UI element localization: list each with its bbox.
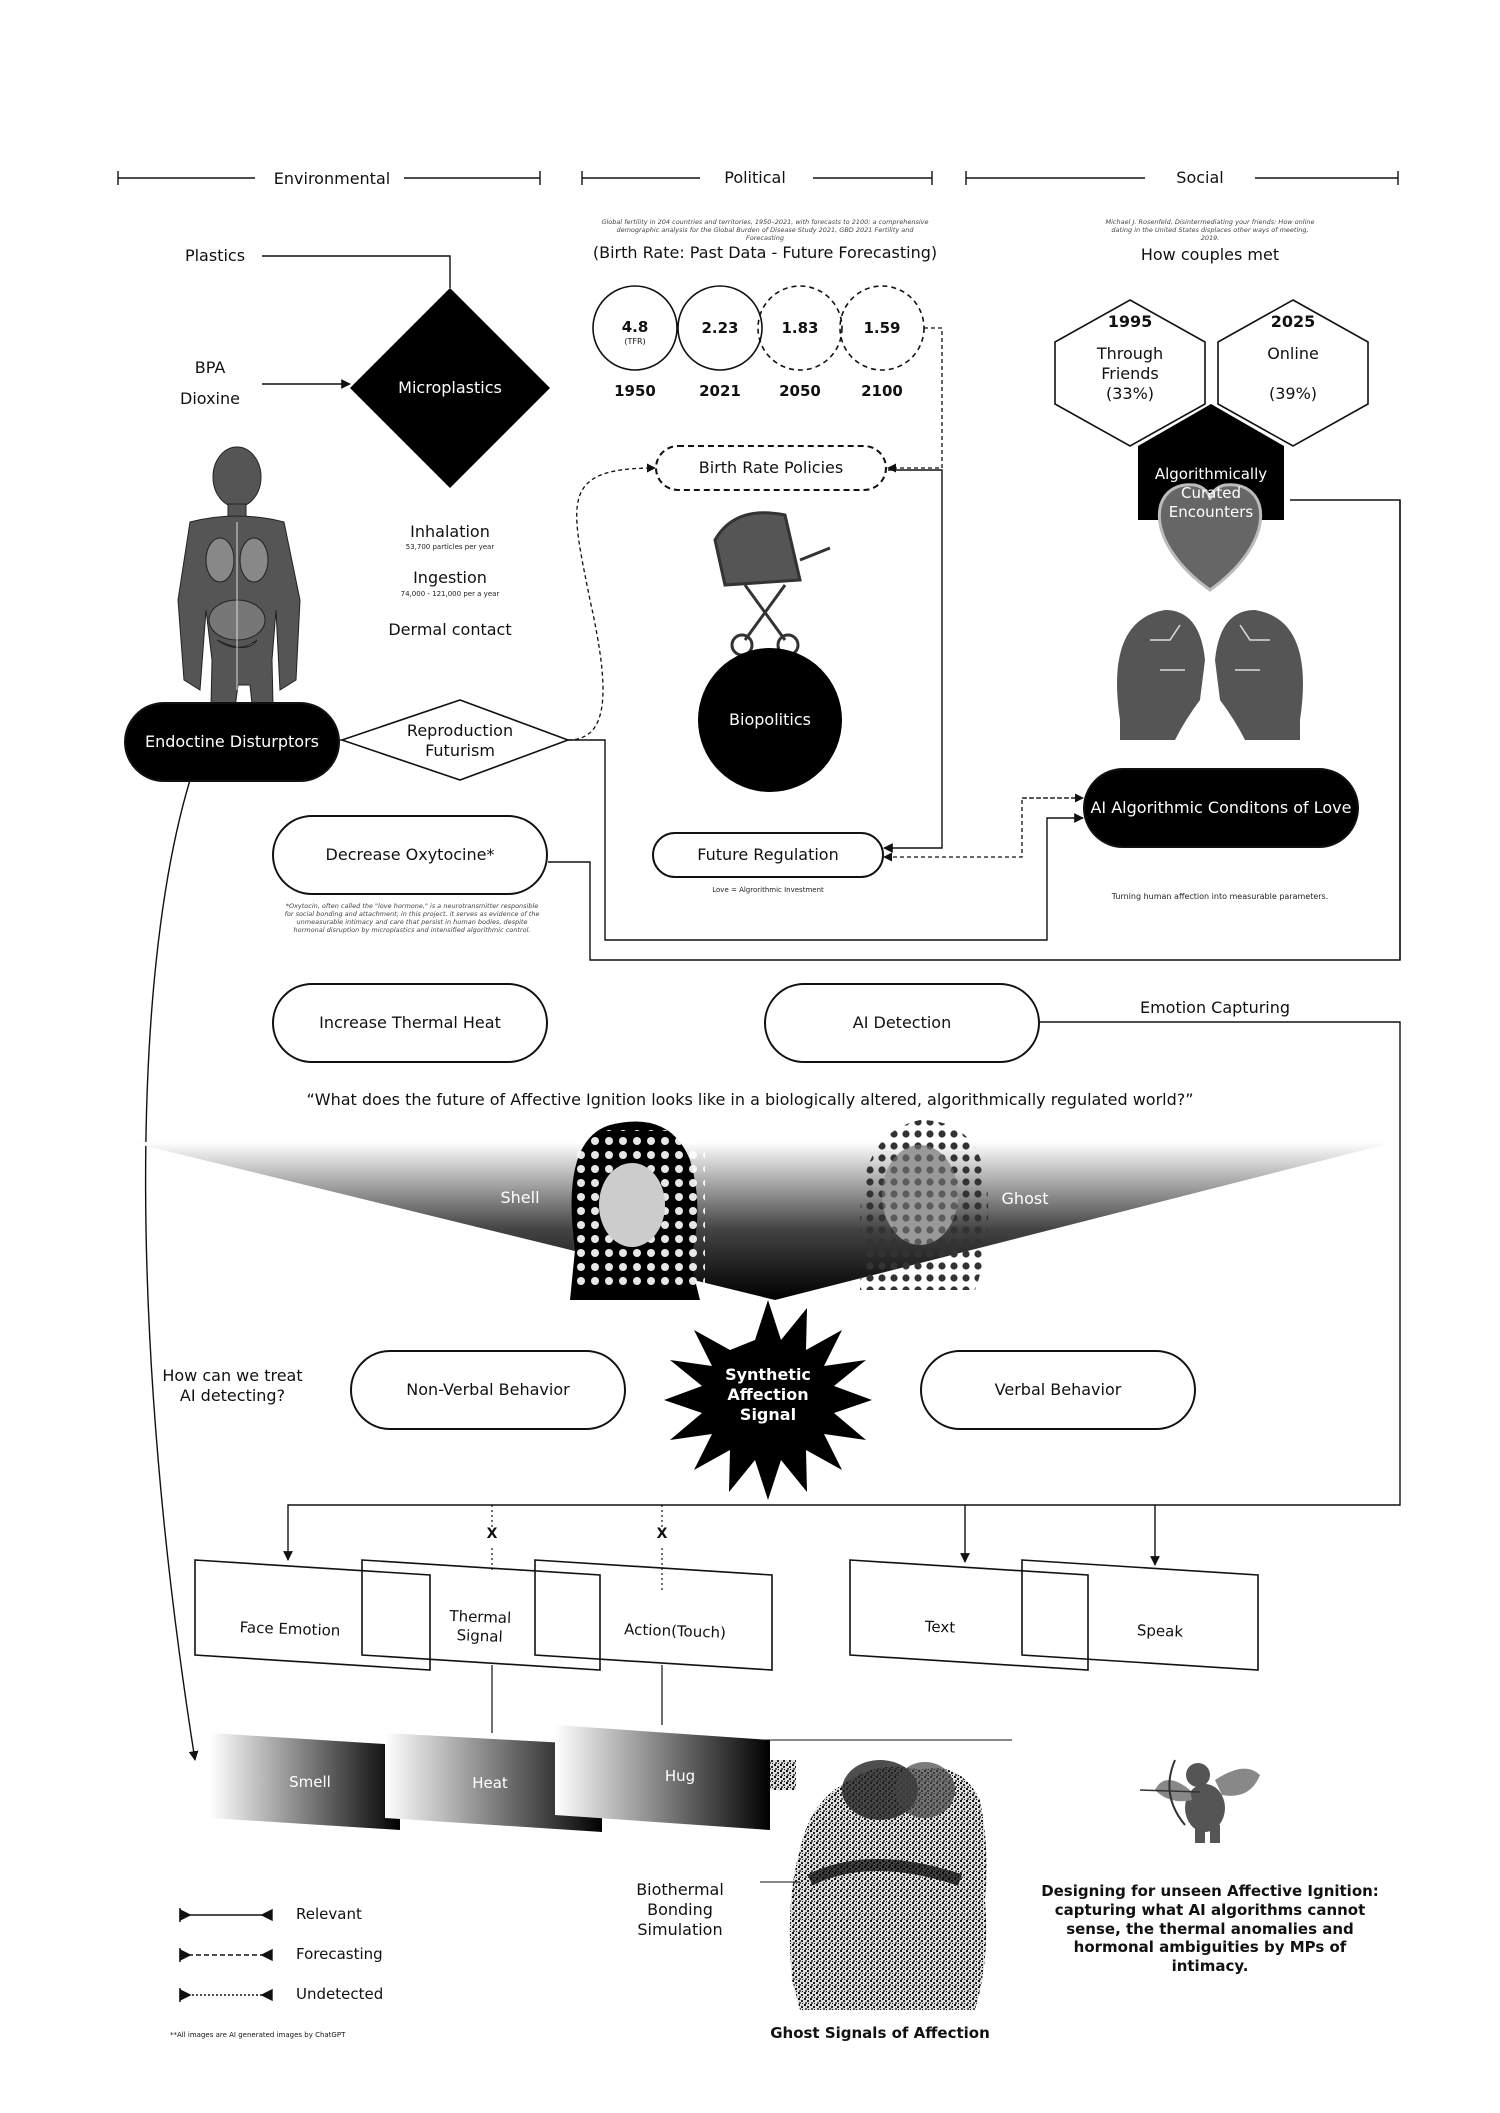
hex-2025 [1217,299,1369,447]
circle-2050-value: 1.83 [781,319,819,337]
human-body-icon [177,446,301,761]
oxytocin-pill: Decrease Oxytocine* [272,815,548,895]
key-question: “What does the future of Affective Ignit… [306,1090,1194,1109]
x-mark-thermal: X [486,1526,498,1542]
header-political: Political [724,168,786,187]
non-verbal-pill: Non-Verbal Behavior [350,1350,626,1430]
smell-label: Smell [289,1773,331,1791]
political-source: Global fertility in 204 countries and te… [601,218,929,243]
cupid-icon [1139,1759,1260,1843]
love-note: Love = Algrorithmic Investment [712,886,824,894]
verbal-pill: Verbal Behavior [920,1350,1196,1430]
circle-2100-value: 1.59 [863,319,901,337]
circle-2021-value: 2.23 [701,319,739,337]
header-social: Social [1176,168,1224,187]
shell-label: Shell [500,1188,540,1207]
plastics-label: Plastics [184,246,246,265]
future-regulation-pill: Future Regulation [652,832,884,878]
thermal-signal-box [361,1559,601,1671]
year-2100: 2100 [861,382,903,400]
reproduction-label: Reproduction Futurism [406,721,514,760]
legend-relevant: Relevant [296,1905,362,1923]
emotion-capturing-label: Emotion Capturing [1139,998,1291,1017]
shell-ghost-funnel [130,1142,1395,1300]
hex-1995-label: Through Friends (33%) [1096,344,1164,403]
thermal-signal-label: Thermal Signal [449,1606,512,1646]
endocrine-pill: Endoctine Disturptors [124,702,340,782]
emotion-capture-line [283,1021,1401,1561]
ghost-label: Ghost [1001,1189,1049,1208]
hex-2025-year: 2025 [1270,312,1316,331]
face-emotion-box [194,1559,431,1671]
biopolitics-circle [698,648,842,792]
designing-statement: Designing for unseen Affective Ignition:… [1041,1882,1379,1975]
inhalation-label: Inhalation [410,522,490,541]
hug-bar [555,1725,770,1830]
heat-bar [385,1733,602,1832]
legend-footnote: **All images are AI generated images by … [170,2031,346,2039]
thermal-heat-pill: Increase Thermal Heat [272,983,548,1063]
ai-love-pill: AI Algorithmic Conditons of Love [1083,768,1359,848]
oxytocin-loop [548,499,1401,961]
ingestion-note: 74,000 - 121,000 per a year [400,590,500,598]
hex-1995-year: 1995 [1107,312,1153,331]
text-label: Text [924,1617,956,1637]
biopolitics-label: Biopolitics [729,710,811,729]
legend [179,1908,273,2002]
hug-label: Hug [664,1767,696,1785]
dermal-label: Dermal contact [388,620,512,639]
circles-to-policies-dashed [887,327,943,473]
reproduction-to-ai-love [568,739,1084,941]
plastics-connector [262,255,451,389]
endocrine-to-smell-arrow [144,779,199,1761]
woman-ghost-icon [860,1120,989,1290]
oxytocin-note: *Oxytocin, often called the "love hormon… [284,902,540,935]
header-environmental: Environmental [273,169,391,188]
legend-undetected: Undetected [296,1985,384,2003]
birth-rate-policies-pill: Birth Rate Policies [655,445,887,491]
starburst-icon [664,1300,872,1500]
microplastics-label: Microplastics [398,378,502,397]
embrace-noise-icon [789,1760,987,2010]
circle-1950-value: 4.8 [621,318,649,336]
heat-label: Heat [472,1774,508,1792]
bpa-label: BPA [194,358,226,377]
microplastics-diamond [350,288,550,488]
x-mark-action: X [656,1526,668,1542]
year-2021: 2021 [699,382,741,400]
circle-1950-sub: (TFR) [624,337,646,346]
year-1950: 1950 [614,382,656,400]
policies-to-regulation [883,469,943,853]
curated-label: Algorithmically Curated Encounters [1154,465,1268,521]
speak-label: Speak [1136,1621,1184,1641]
hex-1995 [1054,299,1206,447]
turning-note: Turning human affection into measurable … [1111,892,1329,901]
ingestion-label: Ingestion [413,568,487,587]
smell-bar [210,1733,400,1830]
heart-heads-icon [1117,483,1303,740]
treat-question: How can we treat AI detecting? [162,1366,303,1405]
political-title: (Birth Rate: Past Data - Future Forecast… [592,243,938,262]
reproduction-diamond [339,699,571,781]
action-touch-box [534,1559,773,1671]
biothermal-label: Biothermal Bonding Simulation [636,1880,724,1939]
hex-2025-label: Online (39%) [1267,344,1319,403]
reproduction-to-policies-dashed [567,463,656,741]
social-title: How couples met [1140,245,1280,264]
ai-detection-pill: AI Detection [764,983,1040,1063]
inhalation-note: 53,700 particles per year [405,543,495,551]
text-box [849,1559,1089,1671]
woman-shell-icon [570,1121,705,1300]
speak-box [1021,1559,1259,1671]
dioxine-label: Dioxine [180,389,240,408]
synthetic-label: Synthetic Affection Signal [725,1365,811,1424]
legend-forecasting: Forecasting [296,1945,383,1963]
social-source: Michael J. Rosenfeld, Disintermediating … [1105,218,1315,243]
year-2050: 2050 [779,382,821,400]
ghost-signals-label: Ghost Signals of Affection [770,2024,990,2042]
baby-stroller-icon [713,511,831,657]
